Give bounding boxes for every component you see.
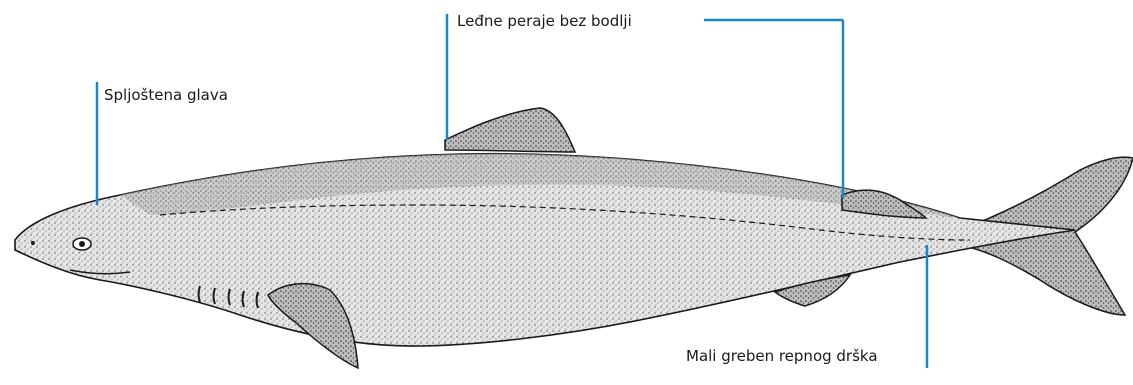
label-dorsal-fins: Leđne peraje bez bodlji [457,12,632,30]
label-flattened-head: Spljoštena glava [104,86,228,104]
first-dorsal-fin [445,108,575,152]
pupil [79,241,85,247]
nostril [31,241,35,245]
label-caudal-keel: Mali greben repnog drška [686,347,878,365]
